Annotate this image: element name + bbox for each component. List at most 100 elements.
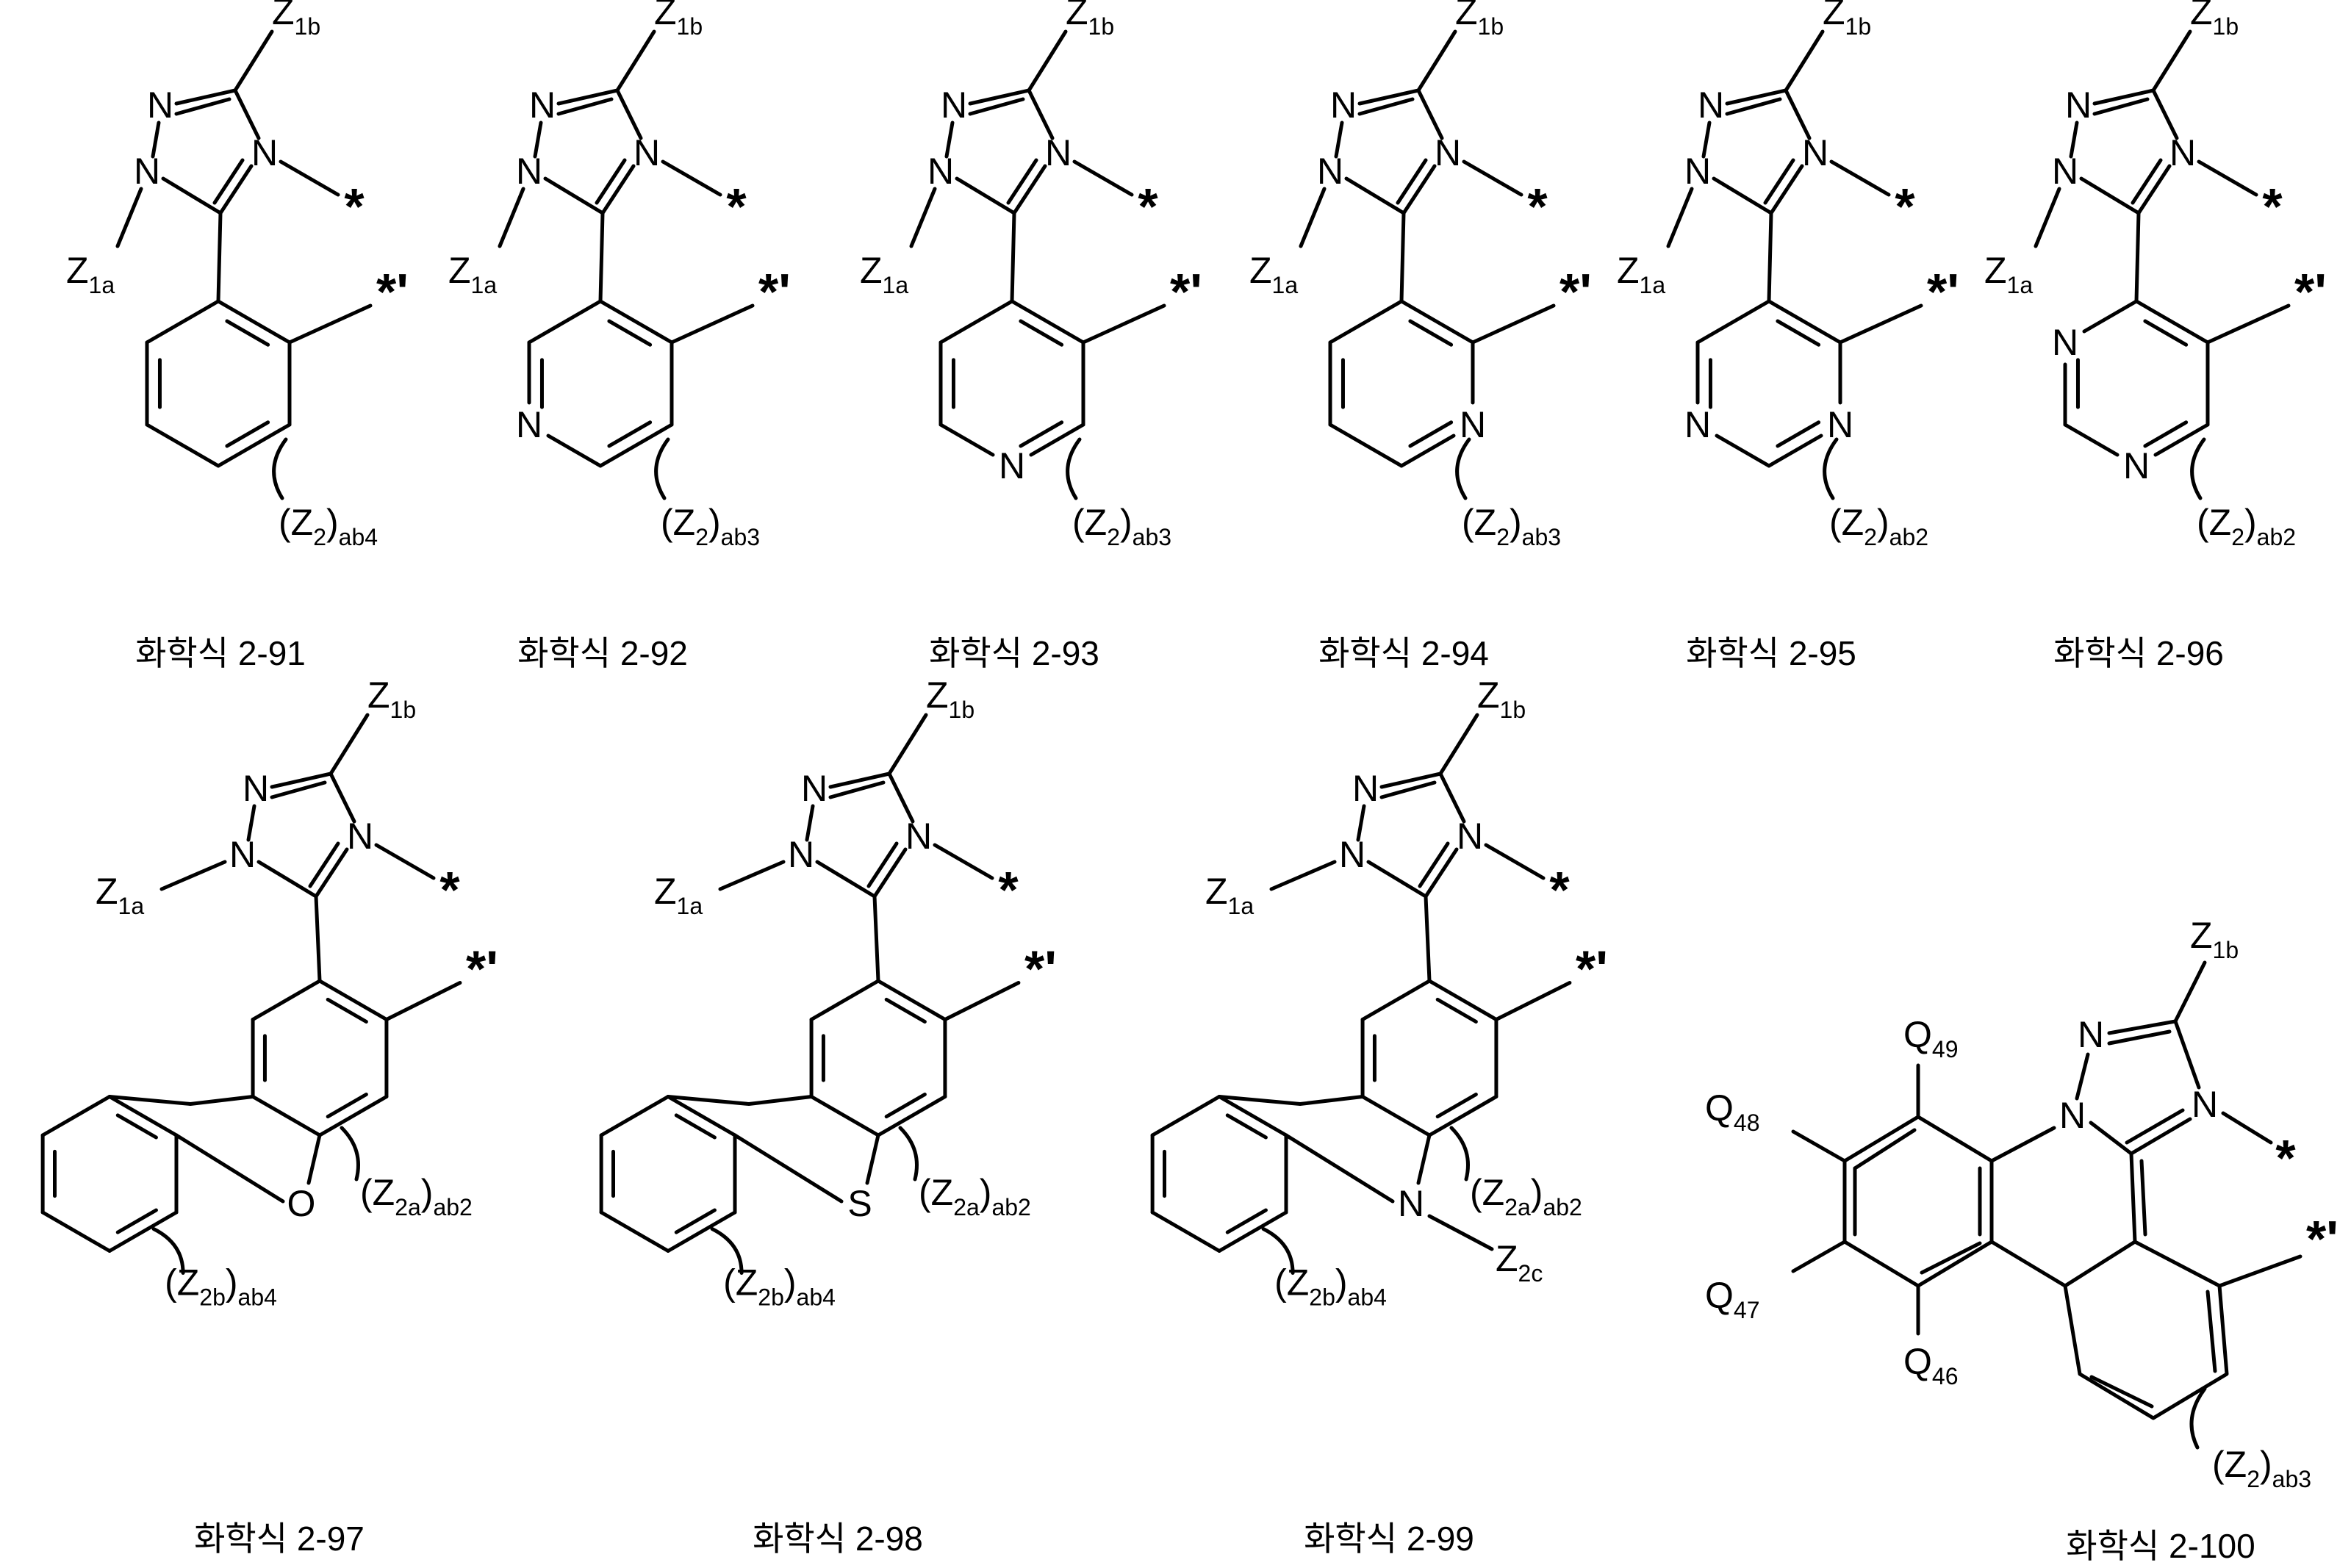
label-part: 2b [1309, 1284, 1335, 1311]
caption-prefix: 화학식 [1304, 1520, 1397, 1558]
bond [548, 436, 600, 466]
bond [1301, 189, 1324, 246]
bond [941, 425, 993, 455]
bond [2142, 1161, 2145, 1234]
bond [817, 862, 875, 896]
bond [1346, 179, 1404, 213]
bond [2153, 32, 2190, 90]
bond [889, 774, 913, 821]
label-letter: Z [1617, 250, 1640, 291]
bond [900, 1128, 917, 1179]
bond [1717, 436, 1769, 466]
label-part: ( [919, 1172, 931, 1213]
bond [2133, 160, 2161, 203]
atom-n: N [1827, 404, 1853, 445]
caption-number: 2-98 [846, 1520, 923, 1558]
label-part: ) [1510, 502, 1522, 543]
label-subscript: 1b [1478, 13, 1504, 40]
label-part: ab2 [433, 1194, 472, 1220]
label-subscript: 47 [1734, 1297, 1760, 1323]
substituent-z2a: (Z2a)ab2 [1470, 1172, 1582, 1220]
bond [310, 844, 338, 886]
bond [259, 862, 316, 896]
bond [1845, 1117, 1992, 1286]
label-part: ) [1877, 502, 1889, 543]
substituent-z1b: Z1b [272, 0, 320, 40]
bond [2192, 439, 2204, 498]
label-subscript: 1a [2007, 272, 2034, 298]
caption-prefix: 화학식 [2066, 1527, 2159, 1565]
label-letter: Q [1903, 1341, 1932, 1382]
bond [2092, 1377, 2152, 1406]
label-letter: Z [1823, 0, 1845, 32]
label-letter: Z [654, 871, 677, 912]
bond [43, 1097, 110, 1136]
label-part: ) [421, 1172, 434, 1213]
bond [2036, 189, 2059, 246]
caption-prefix: 화학식 [194, 1520, 287, 1558]
bond [1152, 1097, 1219, 1136]
bond [118, 189, 141, 246]
substituent-z1b: Z1b [2190, 0, 2239, 40]
atom-n: N [2078, 1014, 2104, 1055]
bond [162, 862, 225, 889]
label-part: Z [1085, 502, 1108, 543]
bond [1769, 213, 1771, 301]
structure-2-92: NNNZ1b*Z1aN*'(Z2)ab3화학식 2-92 [448, 0, 791, 672]
caption-prefix: 화학식 [135, 634, 229, 672]
label-letter: Z [926, 675, 949, 716]
bond [1401, 213, 1404, 301]
label-part: 2 [2247, 1466, 2260, 1492]
label-part: ab4 [1348, 1284, 1387, 1311]
bond [656, 439, 668, 498]
atom-n: N [1460, 404, 1486, 445]
bond [1464, 162, 1521, 195]
structure-2-98: NNNZ1b*Z1a*'S(Z2a)ab2(Z2b)ab4화학식 2-98 [601, 675, 1057, 1558]
label-letter: Z [654, 0, 677, 32]
bond [1786, 32, 1823, 90]
label-letter: Q [1705, 1275, 1734, 1316]
bond [2175, 963, 2205, 1021]
bond [1496, 983, 1570, 1020]
bond [1420, 844, 1448, 886]
bond [2192, 1389, 2205, 1447]
label-part: ab3 [2272, 1466, 2311, 1492]
bond [941, 301, 1012, 342]
caption-number: 2-94 [1412, 634, 1489, 672]
caption-number: 2-96 [2147, 634, 2224, 672]
attachment-star: * [1895, 178, 1915, 235]
label-part: 2 [695, 524, 708, 550]
bond [2077, 1054, 2088, 1098]
bond [253, 981, 320, 1020]
label-part: ) [326, 502, 339, 543]
substituent-z2b: (Z2b)ab4 [1274, 1262, 1387, 1311]
label-part: ab2 [1889, 524, 1928, 550]
bond [1992, 1242, 2065, 1286]
atom-n: N [1457, 816, 1483, 857]
label-part: ab4 [238, 1284, 277, 1311]
label-part: ( [1274, 1262, 1287, 1303]
atom-n: N [1352, 768, 1379, 809]
attachment-star-prime: *' [376, 263, 409, 320]
label-subscript: 1a [677, 893, 703, 919]
formula-caption: 화학식 2-92 [517, 634, 688, 672]
bond [1152, 1212, 1219, 1251]
substituent-z2a: (Z2a)ab2 [360, 1172, 473, 1220]
bond [1271, 862, 1335, 889]
caption-number: 2-95 [1779, 634, 1856, 672]
bond [1330, 425, 1401, 466]
structure-2-99: NNNZ1b*Z1a*'N(Z2a)ab2(Z2b)ab4Z2c화학식 2-99 [1152, 675, 1608, 1558]
substituent-z1a: Z1a [66, 250, 115, 298]
bond [867, 1135, 878, 1183]
atom-n: N [1802, 132, 1828, 173]
substituent-q47: Q47 [1705, 1275, 1760, 1323]
bond [147, 301, 218, 342]
substituent-z2: (Z2)ab2 [2197, 502, 2296, 550]
atom-n: N [2065, 84, 2092, 126]
label-part: Z [177, 1262, 200, 1303]
label-part: ab2 [991, 1194, 1030, 1220]
label-part: 2b [758, 1284, 784, 1311]
attachment-star: * [726, 178, 747, 235]
bond [601, 1097, 668, 1136]
